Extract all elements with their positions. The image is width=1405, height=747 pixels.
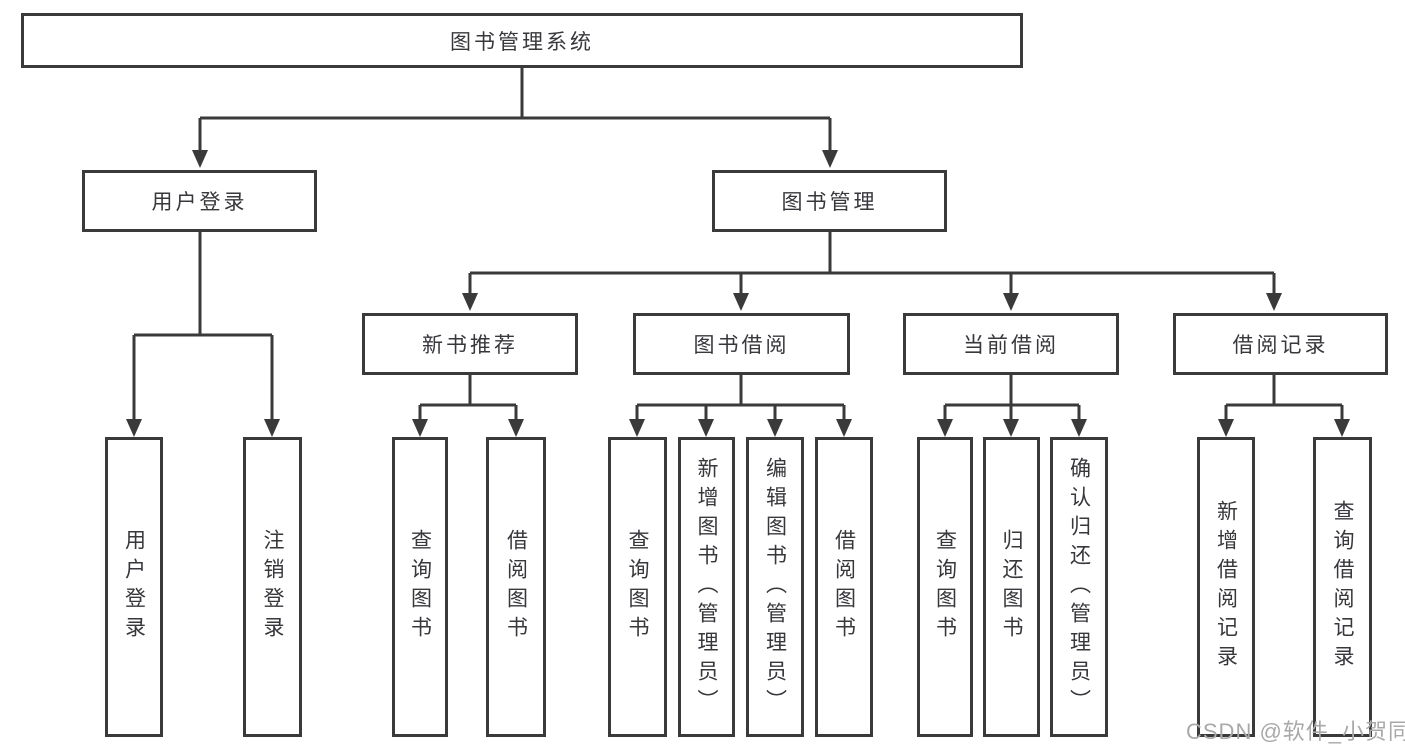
- connector-book-mgmt-children: [468, 231, 1276, 293]
- csdn-watermark: CSDN @软件_小贺同学: [1186, 719, 1405, 744]
- arrow-down-icon: [937, 419, 953, 437]
- arrow-down-icon: [192, 150, 208, 168]
- arrow-down-icon: [1071, 419, 1087, 437]
- arrow-down-icon: [733, 293, 749, 311]
- arrow-down-icon: [264, 419, 280, 437]
- arrow-down-icon: [1003, 419, 1019, 437]
- connector-new-books-children: [418, 374, 518, 419]
- node-new-book-recommend: 新书推荐: [362, 313, 578, 375]
- arrow-down-icon: [462, 293, 478, 311]
- connector-user-login-children: [132, 231, 274, 419]
- node-user-login: 用户登录: [82, 170, 317, 232]
- leaf-logout: 注销登录: [243, 437, 302, 737]
- connector-book-borrow-children: [635, 374, 846, 419]
- arrow-down-icon: [698, 419, 714, 437]
- leaf-records-add-record: 新增借阅记录: [1197, 437, 1255, 737]
- arrow-down-icon: [629, 419, 645, 437]
- arrow-down-icon: [1218, 419, 1234, 437]
- arrow-down-icon: [412, 419, 428, 437]
- leaf-user-login: 用户登录: [105, 437, 163, 737]
- leaf-newbooks-borrow-books: 借阅图书: [486, 437, 546, 737]
- arrow-down-icon: [1266, 293, 1282, 311]
- leaf-records-query-record: 查询借阅记录: [1313, 437, 1372, 737]
- node-book-management: 图书管理: [712, 170, 947, 232]
- leaf-borrowing-add-books-admin: 新增图书（管理员）: [678, 437, 735, 737]
- arrow-down-icon: [822, 150, 838, 168]
- leaf-current-query-books: 查询图书: [917, 437, 973, 737]
- node-current-borrowing: 当前借阅: [903, 313, 1119, 375]
- leaf-borrowing-edit-books-admin: 编辑图书（管理员）: [746, 437, 804, 737]
- arrow-down-icon: [1334, 419, 1350, 437]
- leaf-current-confirm-return-admin: 确认归还（管理员）: [1050, 437, 1108, 737]
- arrow-down-icon: [1003, 293, 1019, 311]
- leaf-current-return-books: 归还图书: [983, 437, 1040, 737]
- node-borrow-records: 借阅记录: [1173, 313, 1388, 375]
- node-book-borrowing: 图书借阅: [633, 313, 850, 375]
- connector-borrow-records-children: [1224, 374, 1344, 419]
- node-root: 图书管理系统: [21, 13, 1023, 68]
- arrow-down-icon: [836, 419, 852, 437]
- connector-root-to-level1: [198, 67, 832, 150]
- leaf-newbooks-query-books: 查询图书: [392, 437, 448, 737]
- arrow-down-icon: [126, 419, 142, 437]
- arrow-down-icon: [767, 419, 783, 437]
- arrow-down-icon: [508, 419, 524, 437]
- leaf-borrowing-query-books: 查询图书: [608, 437, 667, 737]
- connector-current-borrow-children: [943, 374, 1081, 419]
- leaf-borrowing-borrow-books: 借阅图书: [815, 437, 873, 737]
- arrowheads: [126, 150, 1350, 437]
